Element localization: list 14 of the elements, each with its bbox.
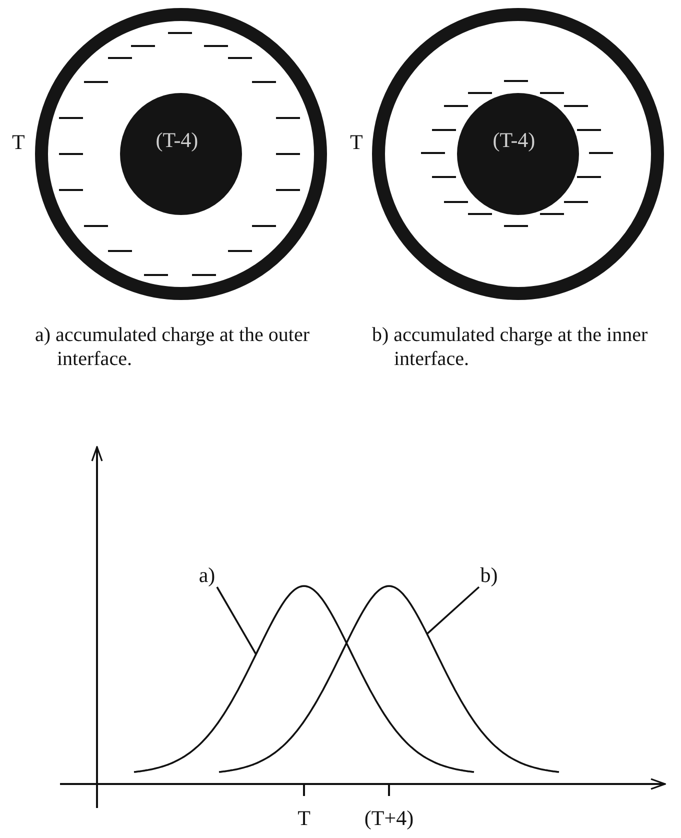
curve-label: b) [478, 562, 500, 588]
peak-curve [134, 585, 474, 773]
figure-caption: a) accumulated charge at the outer interface. [35, 323, 310, 371]
leader-line [426, 586, 480, 635]
figure-caption: b) accumulated charge at the inner interface. [372, 323, 649, 371]
tick-label: (T+4) [364, 806, 414, 831]
peak-curve [218, 585, 560, 773]
tick-label: T [298, 806, 310, 831]
core-label: (T-4) [156, 128, 198, 152]
ring-label: T [12, 130, 25, 155]
core-label: (T-4) [492, 128, 536, 152]
ring-label: T [350, 130, 363, 155]
leader-line [216, 586, 257, 655]
curve-label: a) [196, 562, 218, 588]
